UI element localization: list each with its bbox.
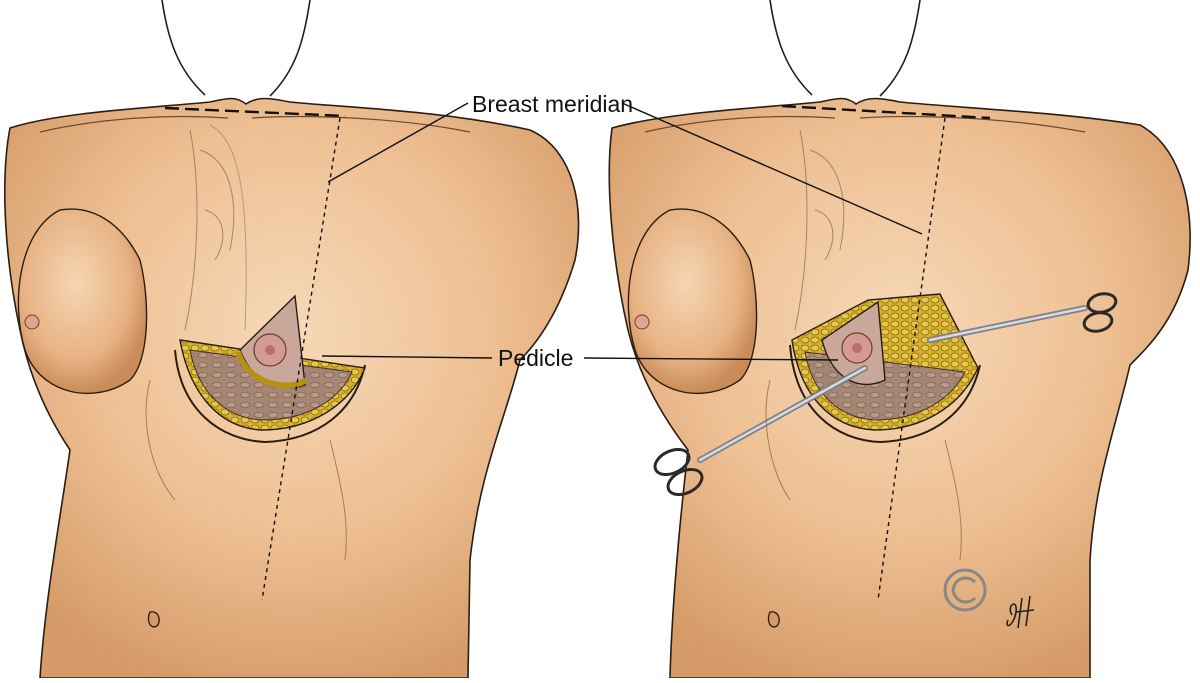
left-breast-natural [17,208,148,395]
retractor-clamp-icon [927,292,1118,343]
right-navel-icon [767,611,780,628]
leader-lines [321,102,923,361]
scissors-handle-icon [653,365,868,497]
left-panel [4,0,580,679]
right-breast-meridian-line [877,117,946,601]
pedicle-leader-right [583,357,839,361]
pedicle-label: Pedicle [498,345,574,371]
breast-meridian-label: Breast meridian [472,91,634,117]
pedicle-leader-left [321,355,493,359]
copyright-icon [943,568,987,612]
right-panel [608,0,1191,679]
left-breast-meridian-line [261,117,341,601]
left-navel-icon [147,611,160,628]
artist-signature-icon [1006,595,1035,629]
meridian-leader-left [327,102,469,183]
right-breast-natural [627,208,758,395]
meridian-leader-right [621,102,923,235]
